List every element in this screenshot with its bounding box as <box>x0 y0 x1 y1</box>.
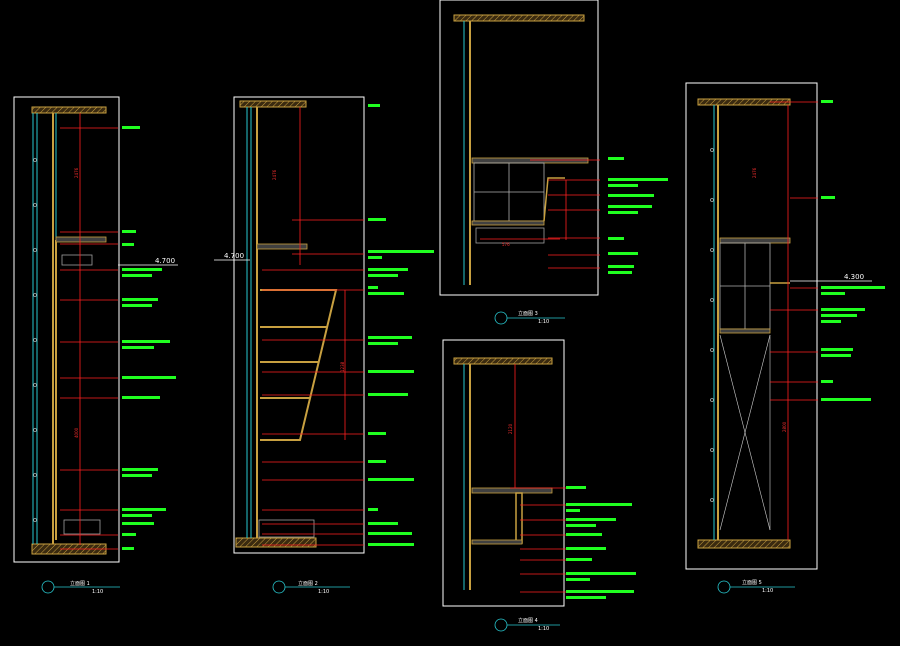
panel-b-dim-0: 2476 <box>272 169 277 180</box>
panel-a-scale: 1:10 <box>92 589 103 595</box>
panel-c-ceiling-slab <box>453 14 585 22</box>
panel-b-level-mark: 4.700 <box>224 252 244 260</box>
panel-b-ceiling-slab <box>239 100 307 108</box>
panel-b-dim-1: 1238 <box>340 361 345 372</box>
panel-d-dim-0: 2120 <box>508 423 513 434</box>
panel-b-frame <box>233 96 365 554</box>
elevation-panel-d: 2120 立面图 4 1:10 <box>442 339 636 632</box>
panel-e-scale: 1:10 <box>762 588 773 594</box>
panel-e-frame <box>685 82 818 570</box>
panel-e-level-mark: 4.300 <box>844 273 864 281</box>
panel-c-frame <box>439 0 599 296</box>
panel-c-title: 立面图 3 <box>518 310 538 317</box>
panel-b-scale: 1:10 <box>318 589 329 595</box>
elevation-panel-a: 2476 4000 4.700 立面图 1 1:10 <box>13 96 178 595</box>
panel-a-ceiling-slab <box>31 106 107 114</box>
panel-b-floor-slab <box>235 537 317 548</box>
panel-a-frame <box>13 96 120 563</box>
panel-e-title: 立面图 5 <box>742 579 762 586</box>
panel-e-floor-slab <box>697 539 791 549</box>
panel-d-frame <box>442 339 565 607</box>
panel-d-ceiling-slab <box>453 357 553 365</box>
panel-a-level-mark: 4.700 <box>155 257 175 265</box>
panel-e-dim-0: 2476 <box>752 167 757 178</box>
elevation-panel-c: 576 立面图 3 1:10 <box>439 0 668 325</box>
panel-c-dim-0: 576 <box>502 242 510 247</box>
panel-d-title: 立面图 4 <box>518 617 538 624</box>
panel-a-dim-0: 2476 <box>74 167 79 178</box>
panel-b-title: 立面图 2 <box>298 580 318 587</box>
elevation-panel-e: 2476 2800 4.300 立面图 5 1:10 <box>685 82 885 594</box>
panel-d-scale: 1:10 <box>538 626 549 632</box>
elevation-panel-b: 2476 1238 4.700 立面图 2 1:10 <box>214 96 434 595</box>
panel-c-scale: 1:10 <box>538 319 549 325</box>
panel-e-dim-1: 2800 <box>782 421 787 432</box>
panel-a-title: 立面图 1 <box>70 580 90 587</box>
panel-a-dim-1: 4000 <box>74 427 79 438</box>
